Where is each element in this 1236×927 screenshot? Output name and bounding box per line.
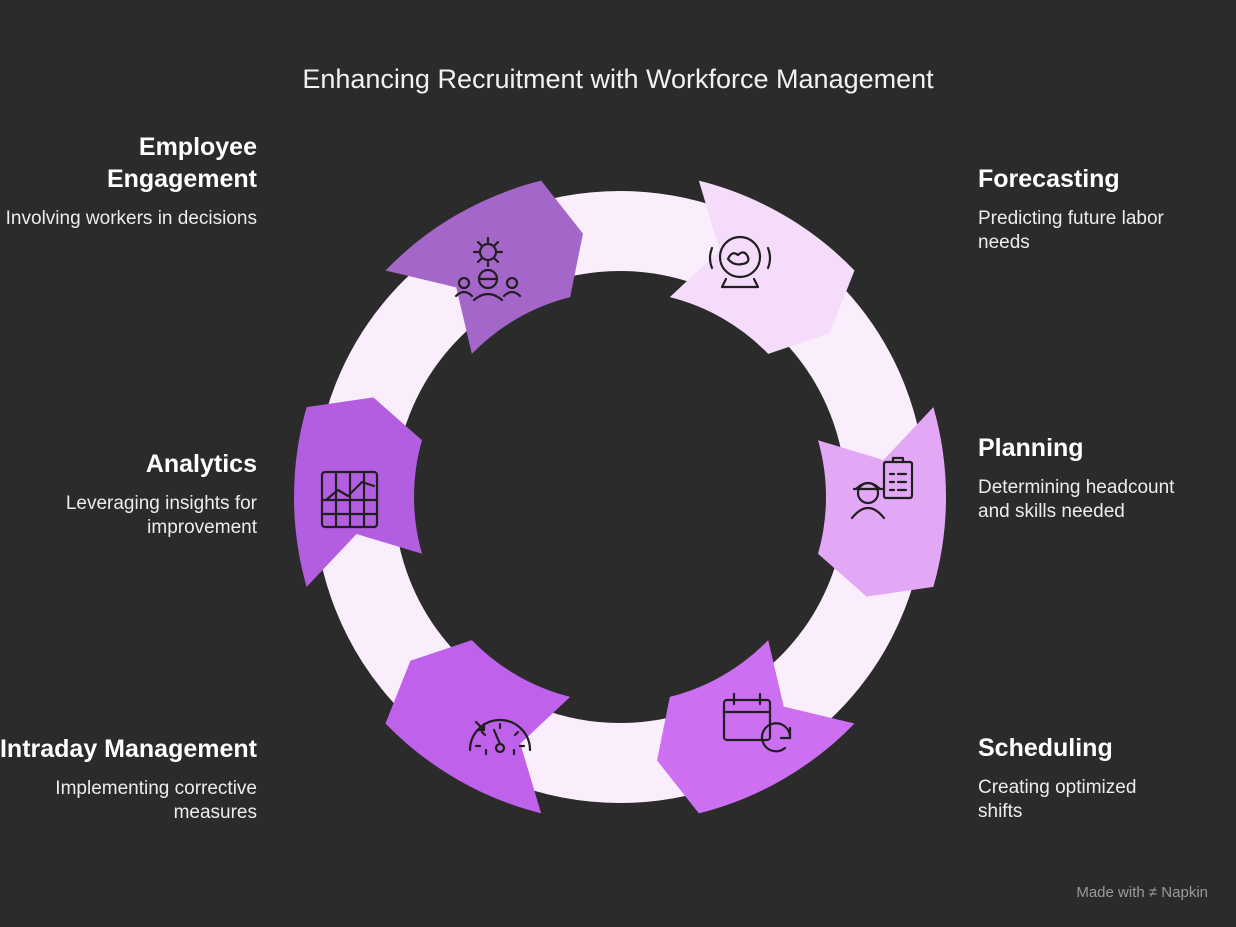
chart-grid-icon: [320, 470, 379, 529]
napkin-watermark: Made with ≠ Napkin: [1076, 884, 1208, 901]
speedometer-icon: [468, 718, 532, 756]
step-label-planning: Planning Determining headcount and skill…: [978, 432, 1178, 524]
segment-analytics: [294, 397, 422, 587]
step-heading: Intraday Management: [0, 735, 257, 763]
step-description: Creating optimized shifts: [978, 777, 1137, 822]
step-heading: Employee Engagement: [106, 133, 257, 193]
step-heading: Planning: [978, 434, 1084, 462]
step-label-employee-engagement: Employee Engagement Involving workers in…: [0, 131, 257, 231]
step-heading: Scheduling: [978, 734, 1113, 762]
step-description: Involving workers in decisions: [5, 208, 257, 229]
step-label-analytics: Analytics Leveraging insights for improv…: [0, 448, 257, 540]
step-description: Determining headcount and skills needed: [978, 477, 1175, 522]
step-heading: Analytics: [145, 450, 257, 478]
napkin-logo-icon: ≠: [1148, 884, 1158, 901]
footer-brand: Napkin: [1161, 884, 1208, 901]
segment-planning: [818, 407, 946, 597]
footer-prefix: Made with: [1076, 884, 1145, 901]
team-gear-icon: [454, 236, 522, 302]
step-description: Predicting future labor needs: [978, 208, 1164, 253]
step-description: Implementing corrective measures: [55, 778, 257, 823]
calendar-refresh-icon: [722, 692, 792, 753]
step-heading: Forecasting: [978, 165, 1120, 193]
segment-forecasting: [669, 180, 855, 354]
diagram-title: Enhancing Recruitment with Workforce Man…: [302, 64, 934, 94]
step-label-forecasting: Forecasting Predicting future labor need…: [978, 163, 1178, 255]
worker-clipboard-icon: [850, 456, 914, 520]
step-label-scheduling: Scheduling Creating optimized shifts: [978, 732, 1178, 824]
step-description: Leveraging insights for improvement: [65, 493, 257, 538]
segment-scheduling: [657, 640, 855, 814]
step-label-intraday-management: Intraday Management Implementing correct…: [0, 733, 257, 825]
crystal-ball-icon: [708, 235, 772, 289]
segment-employee-engagement: [385, 180, 583, 354]
segment-intraday-management: [385, 640, 571, 814]
